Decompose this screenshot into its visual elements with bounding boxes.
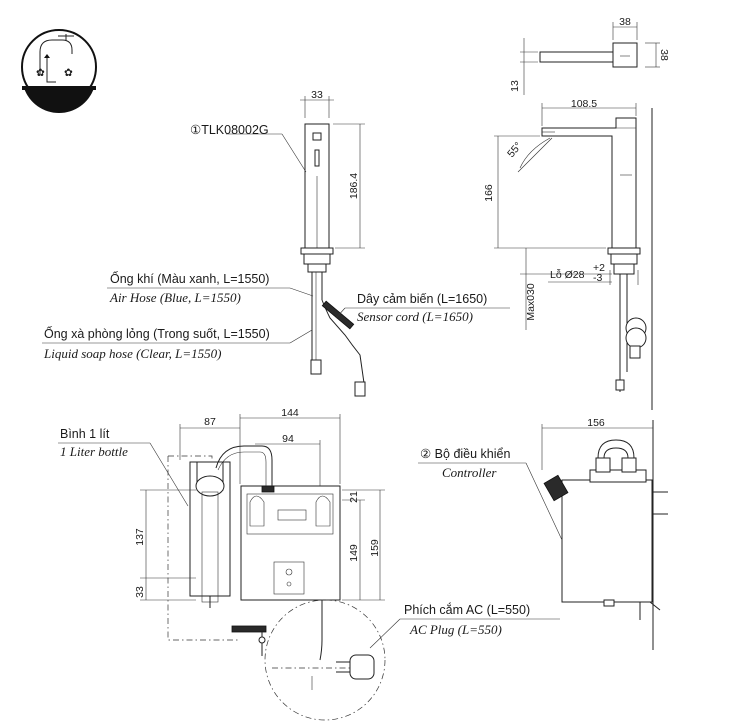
faucet-model-label: ①TLK08002G <box>190 123 269 137</box>
air-hose-label-en: Air Hose (Blue, L=1550) <box>109 290 241 305</box>
controller-label-en: Controller <box>442 465 497 480</box>
svg-text:✿: ✿ <box>64 67 73 79</box>
dim-top-width: 38 <box>619 16 631 28</box>
dim-ctrl-h1: 149 <box>348 544 360 562</box>
soap-hose-label: Ống xà phòng lỏng (Trong suốt, L=1550) <box>44 326 270 341</box>
controller-side-view <box>541 420 668 650</box>
side-view-faucet <box>494 103 653 410</box>
ac-plug-label: Phích cắm AC (L=550) <box>404 602 530 617</box>
ac-plug-label-en: AC Plug (L=550) <box>409 622 502 637</box>
sensor-cord-label-en: Sensor cord (L=1650) <box>357 309 473 324</box>
dim-side-reach: 108.5 <box>571 98 597 110</box>
dim-ctrl-w: 144 <box>281 407 299 419</box>
controller-label: ② Bộ điều khiển <box>420 447 510 461</box>
dim-ctrl-offset: 21 <box>348 491 360 503</box>
hole-label: Lỗ Ø28 <box>550 268 585 281</box>
svg-text:✿: ✿ <box>36 67 45 79</box>
max-label: Max030 <box>525 283 537 321</box>
bottle-label-en: 1 Liter bottle <box>60 444 128 459</box>
hole-tol-upper: +2 <box>593 262 605 274</box>
dim-ctrl-inner-w: 94 <box>282 433 294 445</box>
front-view-faucet <box>226 96 366 397</box>
dim-bottle-h1: 137 <box>134 528 146 546</box>
dim-side-height: 166 <box>483 184 495 202</box>
bottle-label: Bình 1 lít <box>60 427 110 441</box>
air-hose-label: Ống khí (Màu xanh, L=1550) <box>110 271 269 286</box>
dispenser-icon: ✿ ✿ <box>21 29 97 114</box>
dim-bottle-h2: 33 <box>134 586 146 598</box>
dim-front-height: 186.4 <box>348 173 360 199</box>
sensor-cord-label: Dây cảm biến (L=1650) <box>357 292 487 306</box>
dim-front-width: 33 <box>311 89 323 101</box>
hole-tol-lower: -3 <box>593 272 602 284</box>
dim-ctrl-h2: 159 <box>369 539 381 557</box>
top-view <box>520 22 660 95</box>
dim-top-thickness: 13 <box>509 80 521 92</box>
dim-ctrl-side-w: 156 <box>587 417 605 429</box>
dim-top-depth: 38 <box>658 49 670 61</box>
bottle-controller-assembly <box>140 414 386 721</box>
soap-hose-label-en: Liquid soap hose (Clear, L=1550) <box>43 346 221 361</box>
dim-side-angle: 55° <box>505 140 524 160</box>
dim-bottle-w: 87 <box>204 416 216 428</box>
